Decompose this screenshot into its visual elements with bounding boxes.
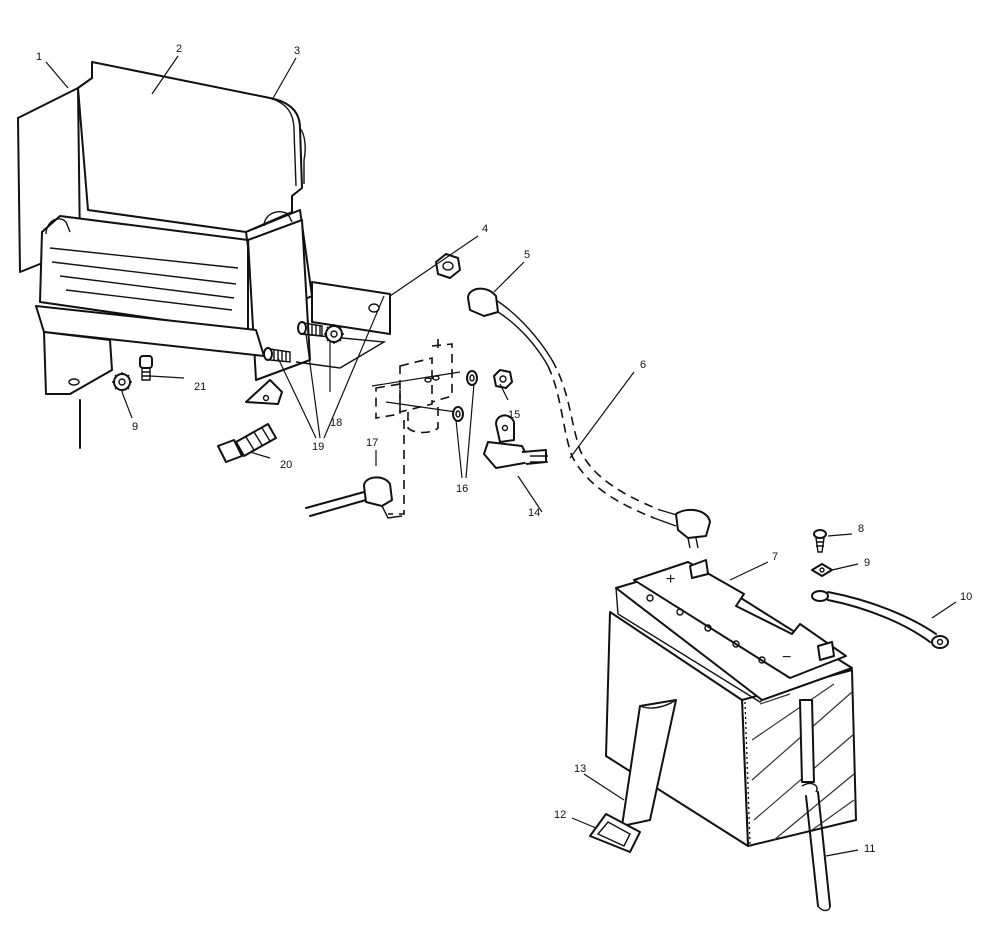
relay-14 bbox=[483, 414, 548, 469]
screw-8 bbox=[813, 529, 827, 553]
callout-1: 1 bbox=[36, 51, 42, 63]
cable-17 bbox=[305, 476, 403, 519]
buckle-12 bbox=[589, 813, 641, 853]
mounting-bar bbox=[311, 281, 391, 335]
terminal-boot-5 bbox=[467, 287, 499, 317]
callout-4: 4 bbox=[482, 223, 488, 235]
negative-terminal-symbol: − bbox=[782, 649, 791, 666]
star-washer-9-left bbox=[112, 372, 132, 392]
washer-16-lower bbox=[452, 406, 464, 422]
nut-15 bbox=[493, 369, 513, 389]
terminal-boot-6 bbox=[675, 508, 711, 539]
positive-terminal-symbol: + bbox=[666, 571, 675, 588]
callout-2: 2 bbox=[176, 43, 182, 55]
callout-11: 11 bbox=[864, 843, 875, 855]
callout-3: 3 bbox=[294, 45, 300, 57]
callout-9-right: 9 bbox=[864, 557, 870, 569]
washer-9-right bbox=[811, 563, 833, 577]
box-hardware bbox=[112, 253, 461, 463]
foot-tab bbox=[245, 379, 283, 405]
callout-8: 8 bbox=[858, 523, 864, 535]
washer-nut-group bbox=[452, 369, 513, 422]
callout-15: 15 bbox=[508, 409, 520, 421]
callout-16: 16 bbox=[456, 483, 468, 495]
star-washer-18 bbox=[324, 324, 344, 344]
callout-20: 20 bbox=[280, 459, 292, 471]
bolt-19-upper bbox=[297, 321, 323, 337]
callout-9-left: 9 bbox=[132, 421, 138, 433]
battery-box-assembly bbox=[17, 61, 391, 449]
callout-12: 12 bbox=[554, 809, 566, 821]
callout-13: 13 bbox=[574, 763, 586, 775]
strap-13 bbox=[621, 699, 677, 827]
washer-16-upper bbox=[466, 370, 478, 386]
callout-6: 6 bbox=[640, 359, 646, 371]
box-back-panel bbox=[77, 61, 303, 233]
callout-labels: 1 2 3 4 5 6 7 8 9 9 10 11 12 13 14 15 16… bbox=[36, 43, 972, 855]
screw-21 bbox=[139, 355, 153, 381]
battery-front-face bbox=[605, 611, 749, 847]
callout-17: 17 bbox=[366, 437, 378, 449]
callout-5: 5 bbox=[524, 249, 530, 261]
cable-10 bbox=[811, 590, 949, 649]
callout-21: 21 bbox=[194, 381, 206, 393]
leader-lines bbox=[45, 55, 957, 857]
battery-7: + − bbox=[605, 559, 857, 847]
cable-11 bbox=[799, 699, 831, 912]
lower-bracket bbox=[43, 331, 113, 395]
hex-nut-4 bbox=[435, 253, 461, 279]
solenoid-cluster bbox=[371, 338, 461, 515]
callout-10: 10 bbox=[960, 591, 972, 603]
bolt-20 bbox=[217, 423, 277, 463]
callout-18: 18 bbox=[330, 417, 342, 429]
callout-19: 19 bbox=[312, 441, 324, 453]
callout-7: 7 bbox=[772, 551, 778, 563]
callout-14: 14 bbox=[528, 507, 540, 519]
